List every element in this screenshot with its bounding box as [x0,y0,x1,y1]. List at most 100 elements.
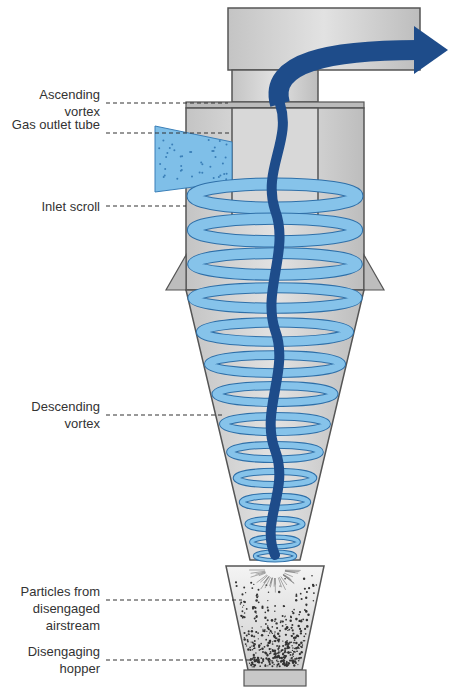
particle [295,618,298,621]
particle [253,648,254,649]
particle [180,156,182,158]
particle [266,631,267,632]
particle [191,176,193,178]
particle [282,654,284,656]
particle [276,627,278,629]
particle [276,659,277,660]
particle [298,644,300,646]
particle [292,654,293,655]
particle [284,648,286,650]
particle [287,646,289,648]
particle [286,626,289,629]
particle [308,587,310,589]
particle [251,662,253,664]
particle [199,172,201,174]
particle [255,620,257,622]
particle [304,609,306,611]
particle [243,638,245,640]
particle-streak [260,575,267,582]
particle [288,647,290,649]
particle [272,649,274,651]
particle [249,647,251,649]
part-label: Ascending vortex [8,86,100,120]
particle [260,649,262,651]
particle [316,584,317,585]
arrow-head [414,26,448,74]
particle [312,585,314,587]
particle [289,659,291,661]
particle [291,635,293,637]
particle [300,642,303,645]
particle [215,156,217,158]
particle [275,653,277,655]
particle [274,605,276,607]
particle [269,648,271,650]
particle [278,635,280,637]
particle [262,658,264,660]
particle [254,643,256,645]
particle [307,613,309,615]
particle [274,640,276,642]
particle [291,624,293,626]
particle-streak [275,578,276,593]
particle [306,625,309,628]
particle [265,623,267,625]
particle [271,631,273,633]
particle [292,659,294,661]
particle [299,653,301,655]
particle [264,612,266,614]
particle [248,630,250,632]
particle [200,161,202,163]
particle [240,602,242,604]
particle [245,592,246,593]
particle [240,615,242,617]
particle [180,170,182,172]
particle [251,662,253,664]
particle [293,651,295,653]
particle [268,661,270,663]
particle [276,660,277,661]
particle [277,661,279,663]
particle [267,655,269,657]
particle [268,591,270,593]
particle [251,645,252,646]
particle [294,658,296,660]
particle [262,630,264,632]
particle [294,648,295,649]
particle [265,652,267,654]
particle [285,624,286,625]
particle-streak [283,575,294,583]
particle [253,654,255,656]
particle [257,661,259,663]
particle [267,609,269,611]
particle [248,633,250,635]
particle [313,592,315,594]
particle [226,144,228,146]
particle [272,641,273,642]
particle [213,177,215,179]
particle [311,575,313,577]
particle [190,151,192,153]
particle [243,601,245,603]
particle [313,600,315,602]
part-label: Disengaging hopper [8,643,100,677]
particle [294,636,297,639]
particle [244,612,246,614]
particle [261,634,264,637]
particle [241,615,243,617]
particle-streak [251,571,266,573]
particle [279,651,280,652]
leader-line [106,205,186,206]
particle [280,621,282,623]
particle [287,651,289,653]
particle [284,657,286,659]
ascending-vortex [271,104,283,555]
particle [181,169,183,171]
particle [279,630,281,632]
particle [292,653,294,655]
particle [254,664,256,666]
particle-streak [257,575,267,583]
particle [298,660,300,662]
particle [288,651,289,652]
particle [255,616,257,618]
